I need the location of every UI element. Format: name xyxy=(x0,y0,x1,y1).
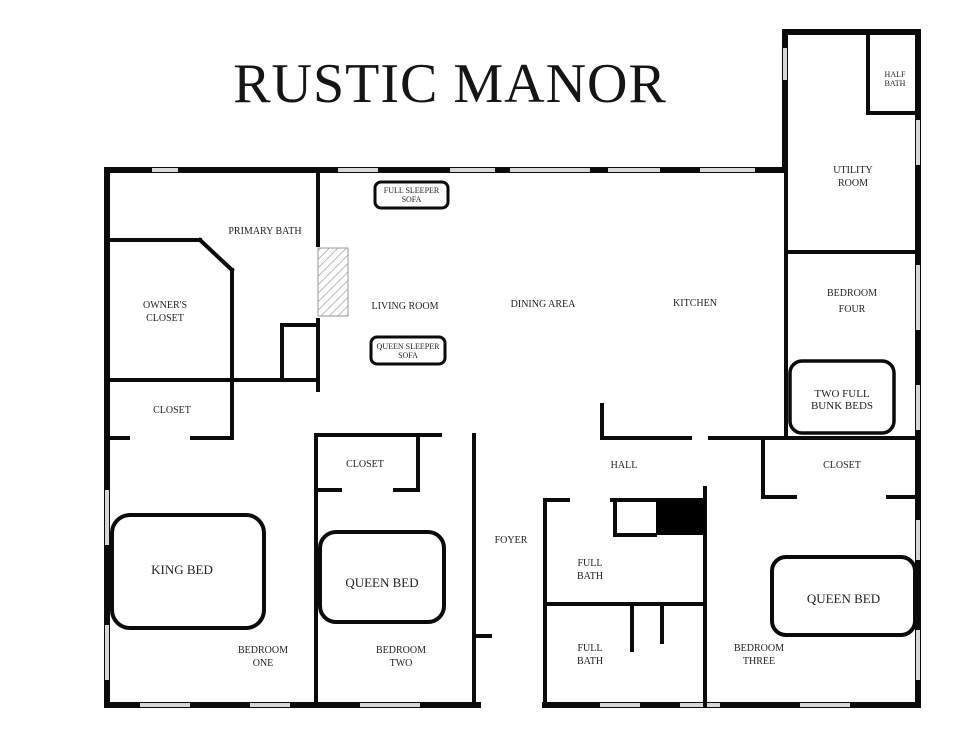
plan-title: RUSTIC MANOR xyxy=(233,53,667,115)
queen-bed-three-shape xyxy=(770,555,917,637)
interior-walls xyxy=(105,30,920,707)
queen-bed-three-label: QUEEN BED xyxy=(806,591,881,606)
dining-area-label: DINING AREA xyxy=(510,299,576,310)
windows xyxy=(105,48,920,707)
queen-bed-two-label: QUEEN BED xyxy=(345,575,419,590)
living-room-label: LIVING ROOM xyxy=(371,301,439,312)
hall-label: HALL xyxy=(610,460,638,471)
king-bed-shape xyxy=(110,513,266,630)
foyer-label: FOYER xyxy=(494,535,528,546)
closet-label-bedroom-three: CLOSET xyxy=(823,460,861,471)
furniture-shapes xyxy=(110,180,917,637)
king-bed-label: KING BED xyxy=(151,562,213,577)
closet-label-bedroom-two: CLOSET xyxy=(346,459,384,470)
full-sleeper-sofa-shape xyxy=(373,180,450,210)
queen-bed-two-shape xyxy=(318,530,446,624)
stair-block xyxy=(656,500,705,535)
primary-bath-label: PRIMARY BATH xyxy=(228,226,302,237)
kitchen-label: KITCHEN xyxy=(673,298,717,309)
queen-sleeper-sofa-shape xyxy=(369,335,447,366)
closet-label-primary: CLOSET xyxy=(153,405,191,416)
fireplace xyxy=(317,247,349,317)
bunk-beds-shape xyxy=(788,359,896,435)
